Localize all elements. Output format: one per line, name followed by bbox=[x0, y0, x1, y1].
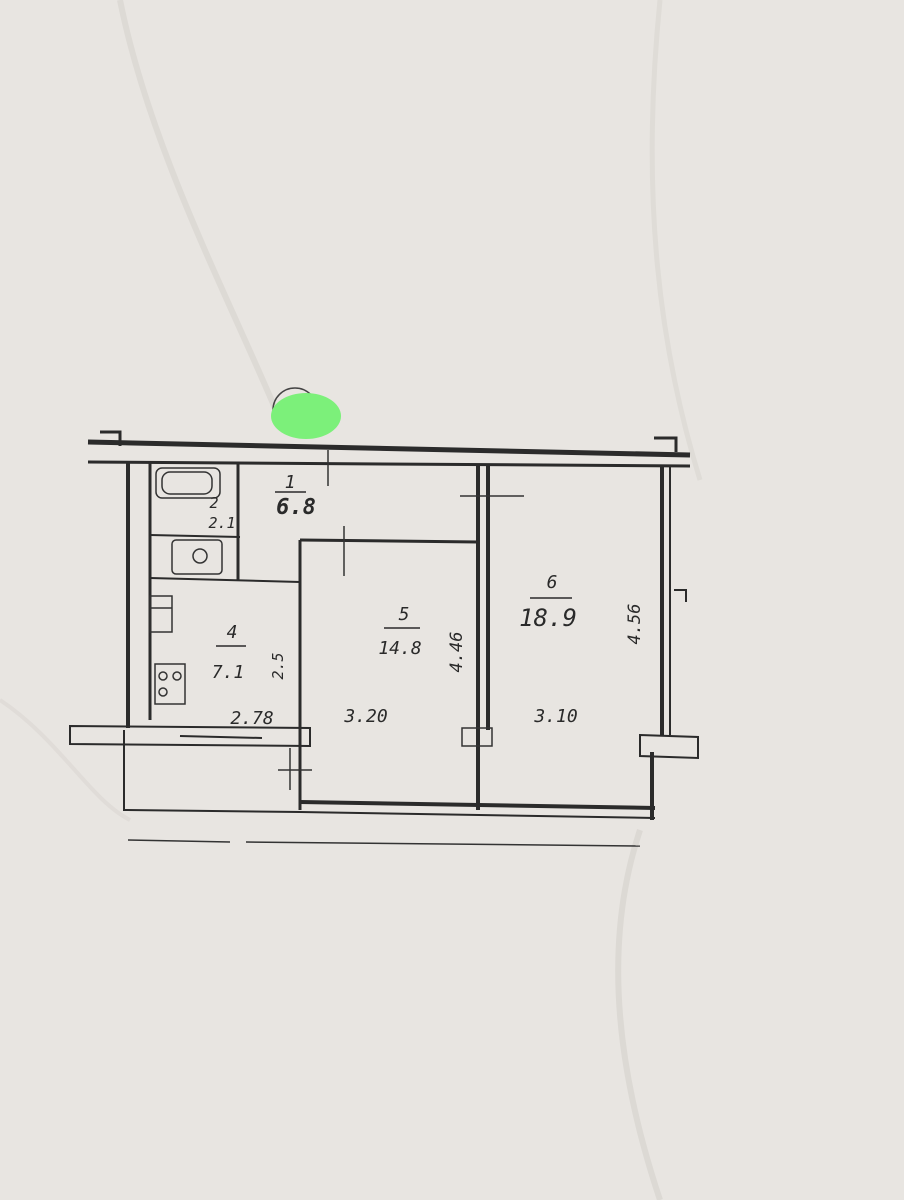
room5-depth-dimension: 4.46 bbox=[447, 632, 467, 673]
green-redaction-mark bbox=[271, 393, 341, 439]
room-4-label: 4 7.1 bbox=[212, 622, 246, 683]
room-area: 14.8 bbox=[378, 638, 421, 659]
room-number: 6 bbox=[547, 572, 558, 593]
paper-fold-shadow bbox=[117, 0, 283, 422]
room-2-label: 2 2.1 bbox=[208, 494, 235, 532]
bathtub bbox=[155, 467, 221, 499]
sink-fixture bbox=[171, 539, 223, 575]
room-number: 4 bbox=[227, 622, 238, 643]
room-number: 1 bbox=[285, 472, 296, 493]
paper-fold-shadow bbox=[649, 0, 703, 481]
interior-walls bbox=[127, 450, 641, 847]
kitchen-width-dimension: 2.78 bbox=[230, 708, 273, 729]
kitchen-counter bbox=[149, 595, 173, 633]
room-area: 18.9 bbox=[519, 604, 577, 632]
kitchen-stove bbox=[154, 663, 186, 705]
kitchen-depth-dimension: 2.5 bbox=[269, 652, 287, 679]
room-area: 2.1 bbox=[208, 514, 235, 532]
room-number: 2 bbox=[209, 494, 218, 512]
room-number: 5 bbox=[399, 604, 410, 625]
room6-width-dimension: 3.10 bbox=[533, 706, 577, 727]
room-area: 6.8 bbox=[276, 495, 316, 520]
room-area: 7.1 bbox=[212, 662, 245, 683]
paper-fold-shadow bbox=[615, 829, 663, 1200]
room5-width-dimension: 3.20 bbox=[343, 706, 387, 727]
paper-fold-shadow bbox=[0, 698, 131, 822]
room-5-label: 5 14.8 bbox=[378, 604, 421, 659]
room-6-label: 6 18.9 bbox=[519, 572, 577, 632]
room6-depth-dimension: 4.56 bbox=[625, 604, 645, 645]
room-1-label: 1 6.8 bbox=[275, 472, 316, 520]
